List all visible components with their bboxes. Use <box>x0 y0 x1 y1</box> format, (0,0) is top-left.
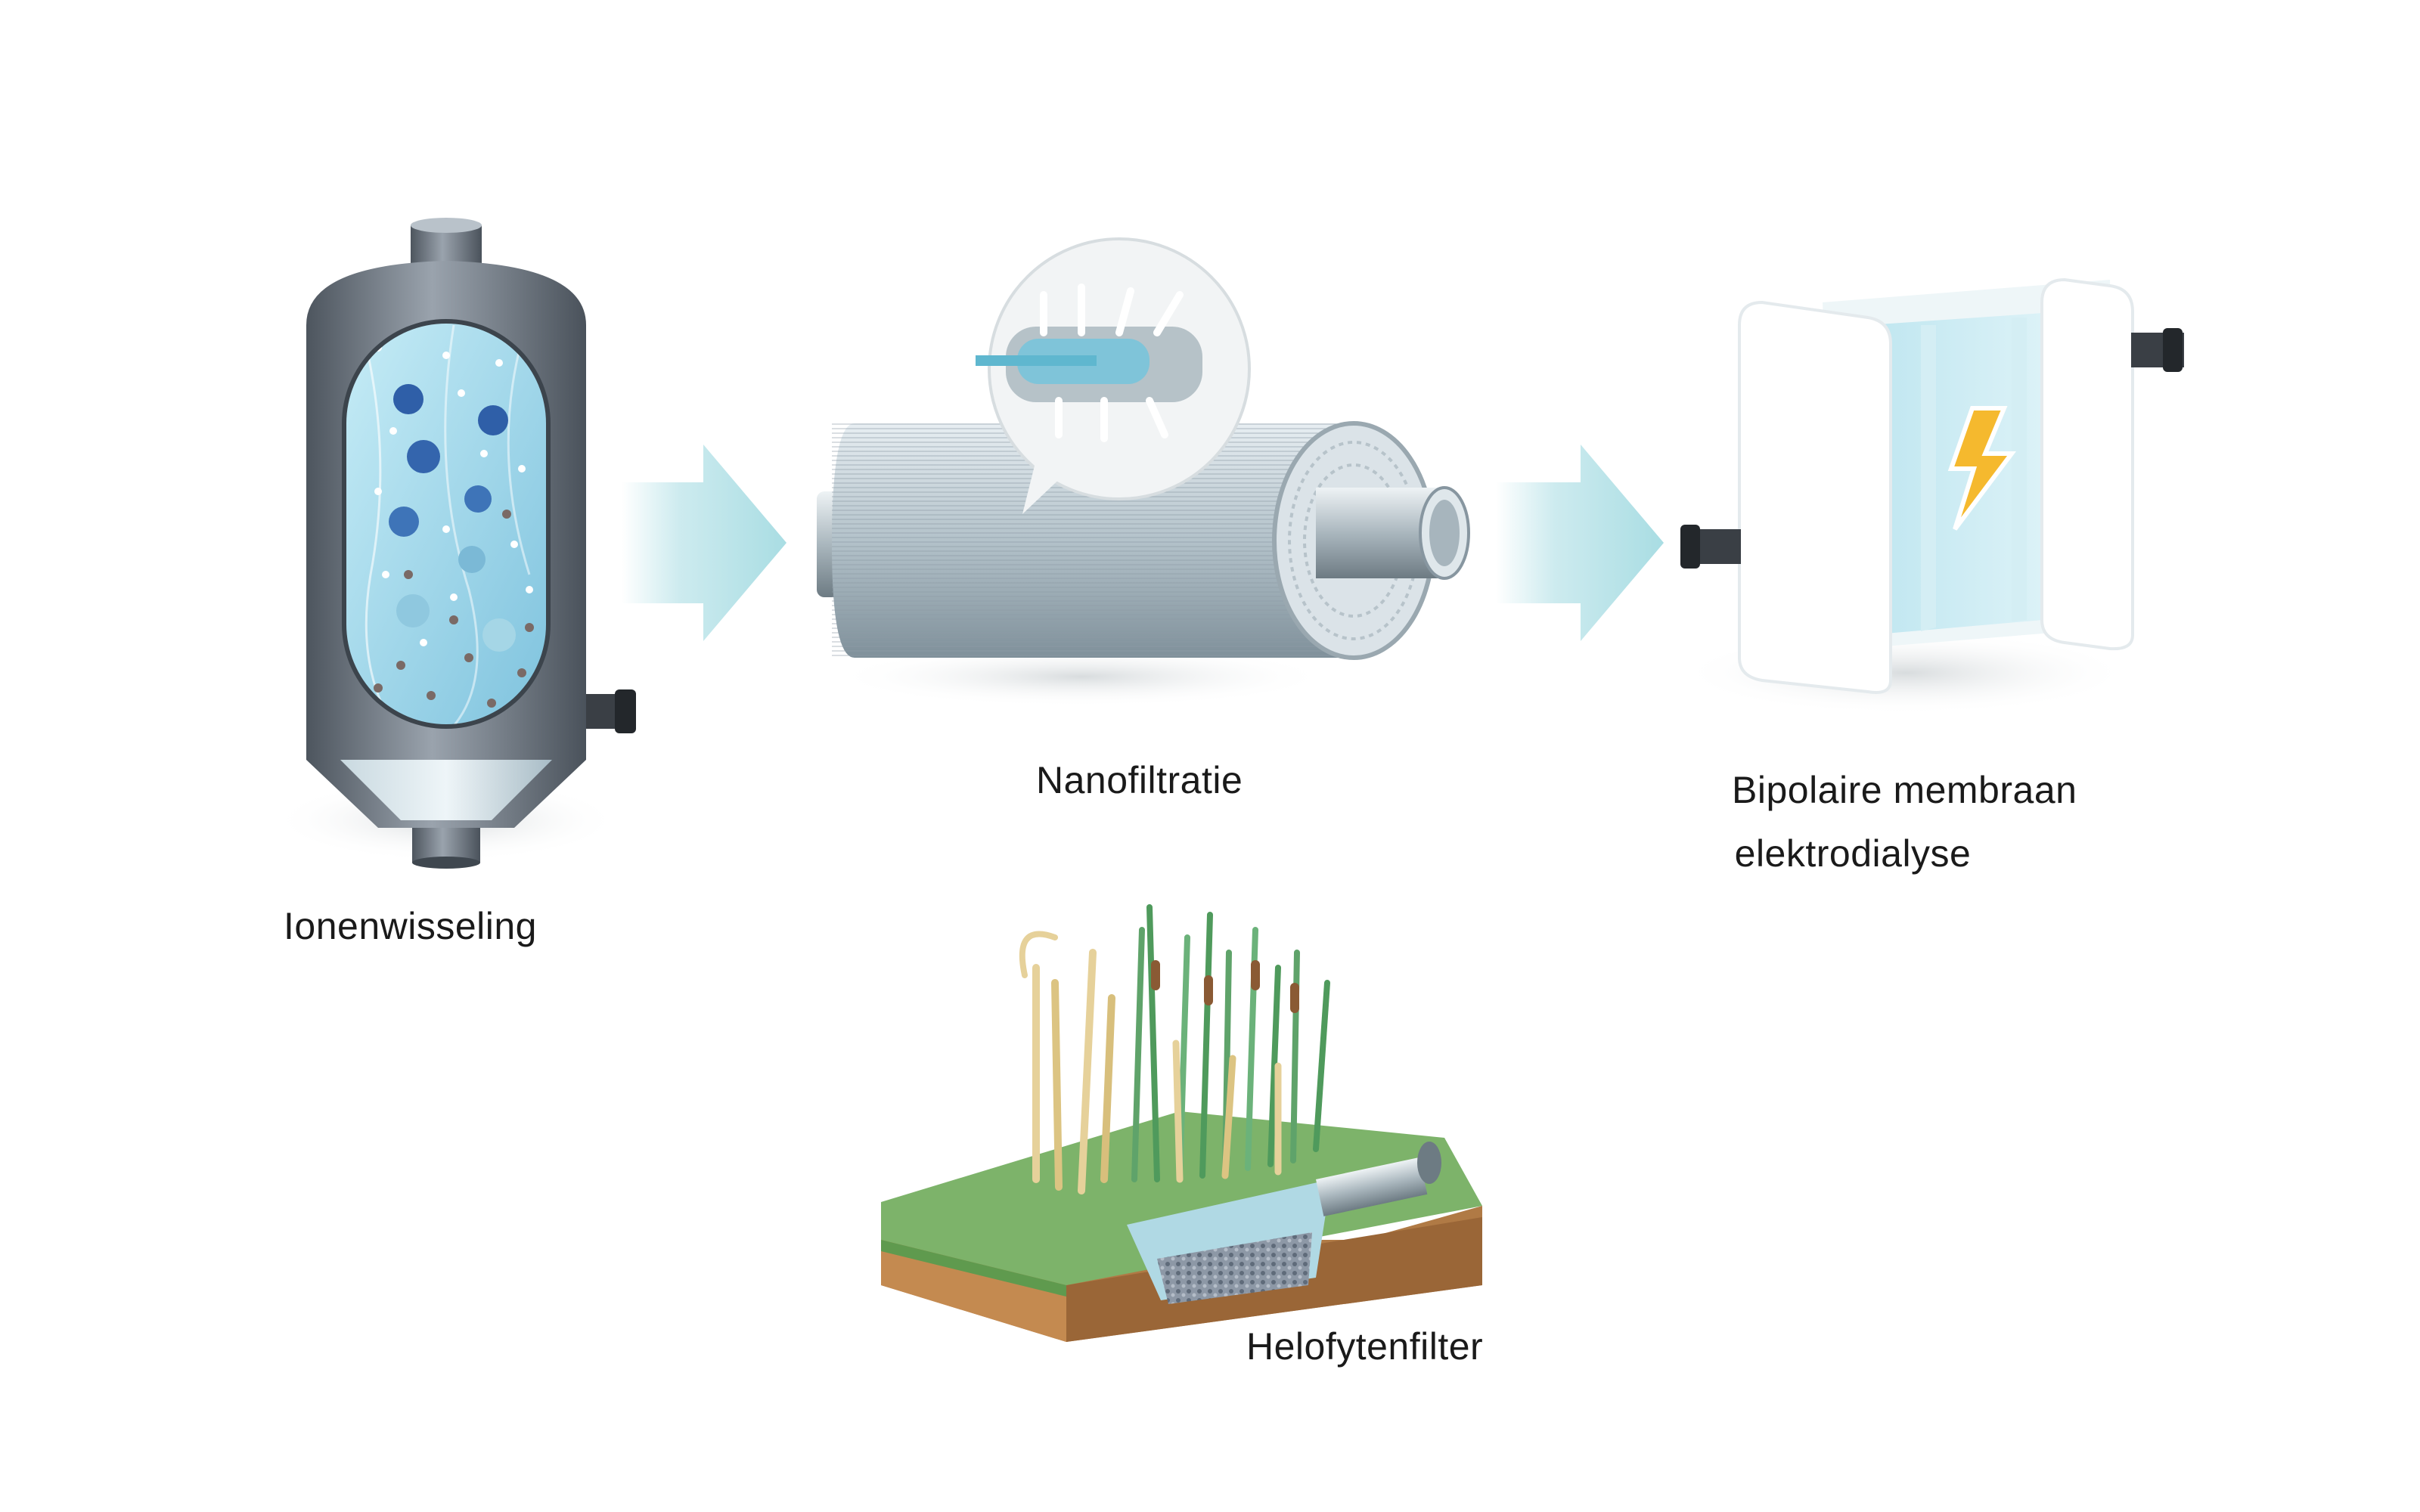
helophyte-filter-label: Helofytenfilter <box>1246 1325 1484 1368</box>
ion-exchange-vessel-icon <box>272 218 636 869</box>
bpm-label-line1: Bipolaire membraan <box>1732 769 2077 811</box>
bpm-label-line2: elektrodialyse <box>1734 832 1972 875</box>
lightning-bolt-icon <box>1947 406 2016 531</box>
bipolar-membrane-electrodialysis-label: Bipolaire membraan elektrodialyse <box>1732 758 2077 885</box>
flow-arrow-icon <box>1496 445 1664 641</box>
electrodialysis-stack-icon <box>1679 277 2184 714</box>
nanofiltration-module-icon <box>817 237 1470 707</box>
ion-exchange-label: Ionenwisseling <box>284 905 537 947</box>
helophyte-filter-icon <box>881 904 1482 1342</box>
flow-arrow-icon <box>622 445 786 641</box>
nanofiltration-label: Nanofiltratie <box>1036 759 1243 801</box>
magnifier-bubble-icon <box>976 237 1251 514</box>
